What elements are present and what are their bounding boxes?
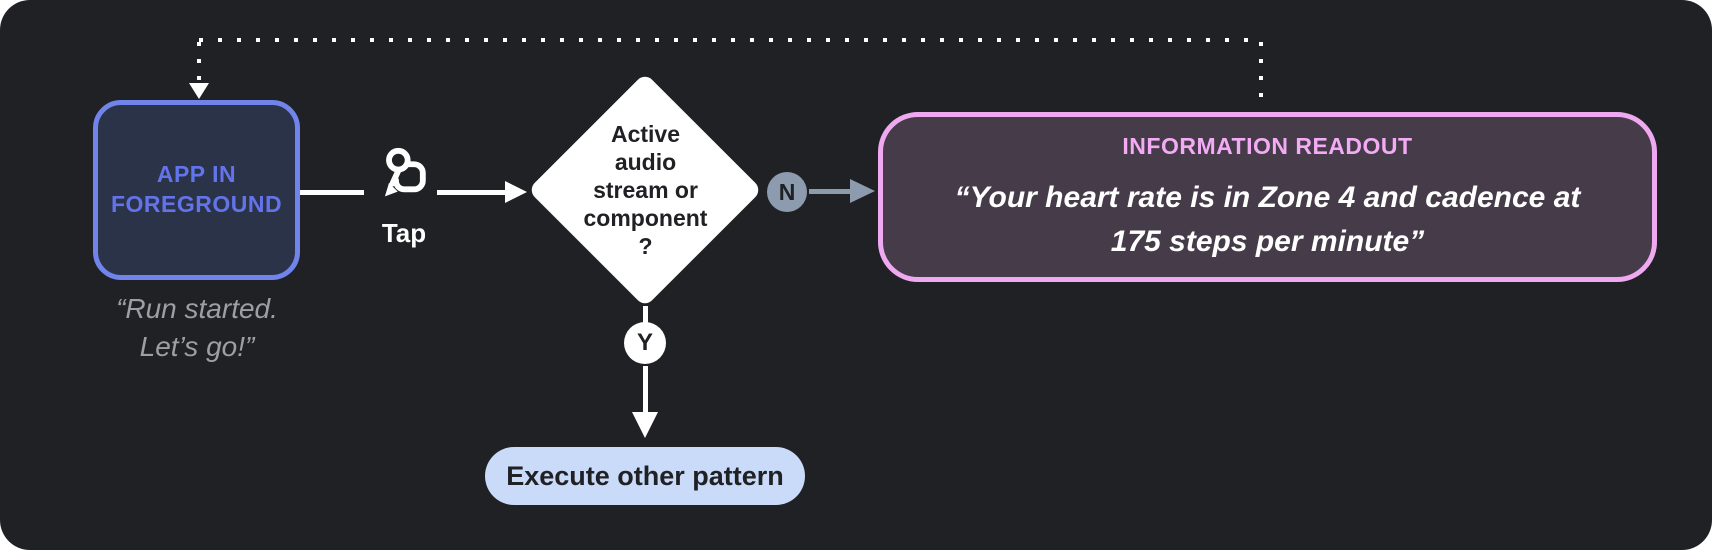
readout-voice-quote: “Your heart rate is in Zone 4 and cadenc… (954, 181, 1581, 258)
tap-label: Tap (381, 218, 427, 248)
connector-no-to-readout (809, 189, 851, 194)
arrowhead-right-slate-icon (850, 179, 875, 203)
connector-tap-to-decision (437, 190, 507, 195)
yes-badge: Y (624, 322, 666, 364)
execute-other-pattern-node: Execute other pattern (485, 447, 805, 505)
loop-arrowhead-down-icon (189, 83, 209, 99)
decision-label: Active audio stream or component ? (583, 120, 708, 260)
app-node-label: APP IN FOREGROUND (110, 161, 283, 217)
loop-dotted-line-right (1259, 42, 1263, 110)
arrowhead-right-icon (505, 181, 527, 203)
connector-yes-to-execute (643, 366, 648, 414)
arrowhead-down-icon (632, 412, 658, 438)
app-in-foreground-node: APP IN FOREGROUND (93, 100, 300, 280)
connector-app-to-tap (300, 190, 364, 195)
app-node-voice-quote: “Run started. Let’s go!” (116, 293, 278, 362)
tap-gesture-icon (384, 147, 426, 197)
loop-dotted-line-horizontal (199, 38, 1261, 42)
information-readout-node: INFORMATION READOUT “Your heart rate is … (878, 112, 1657, 282)
connector-decision-to-yes (643, 306, 648, 325)
no-badge: N (767, 172, 807, 212)
loop-dotted-line-left (197, 42, 201, 82)
readout-title: INFORMATION READOUT (1122, 133, 1413, 159)
